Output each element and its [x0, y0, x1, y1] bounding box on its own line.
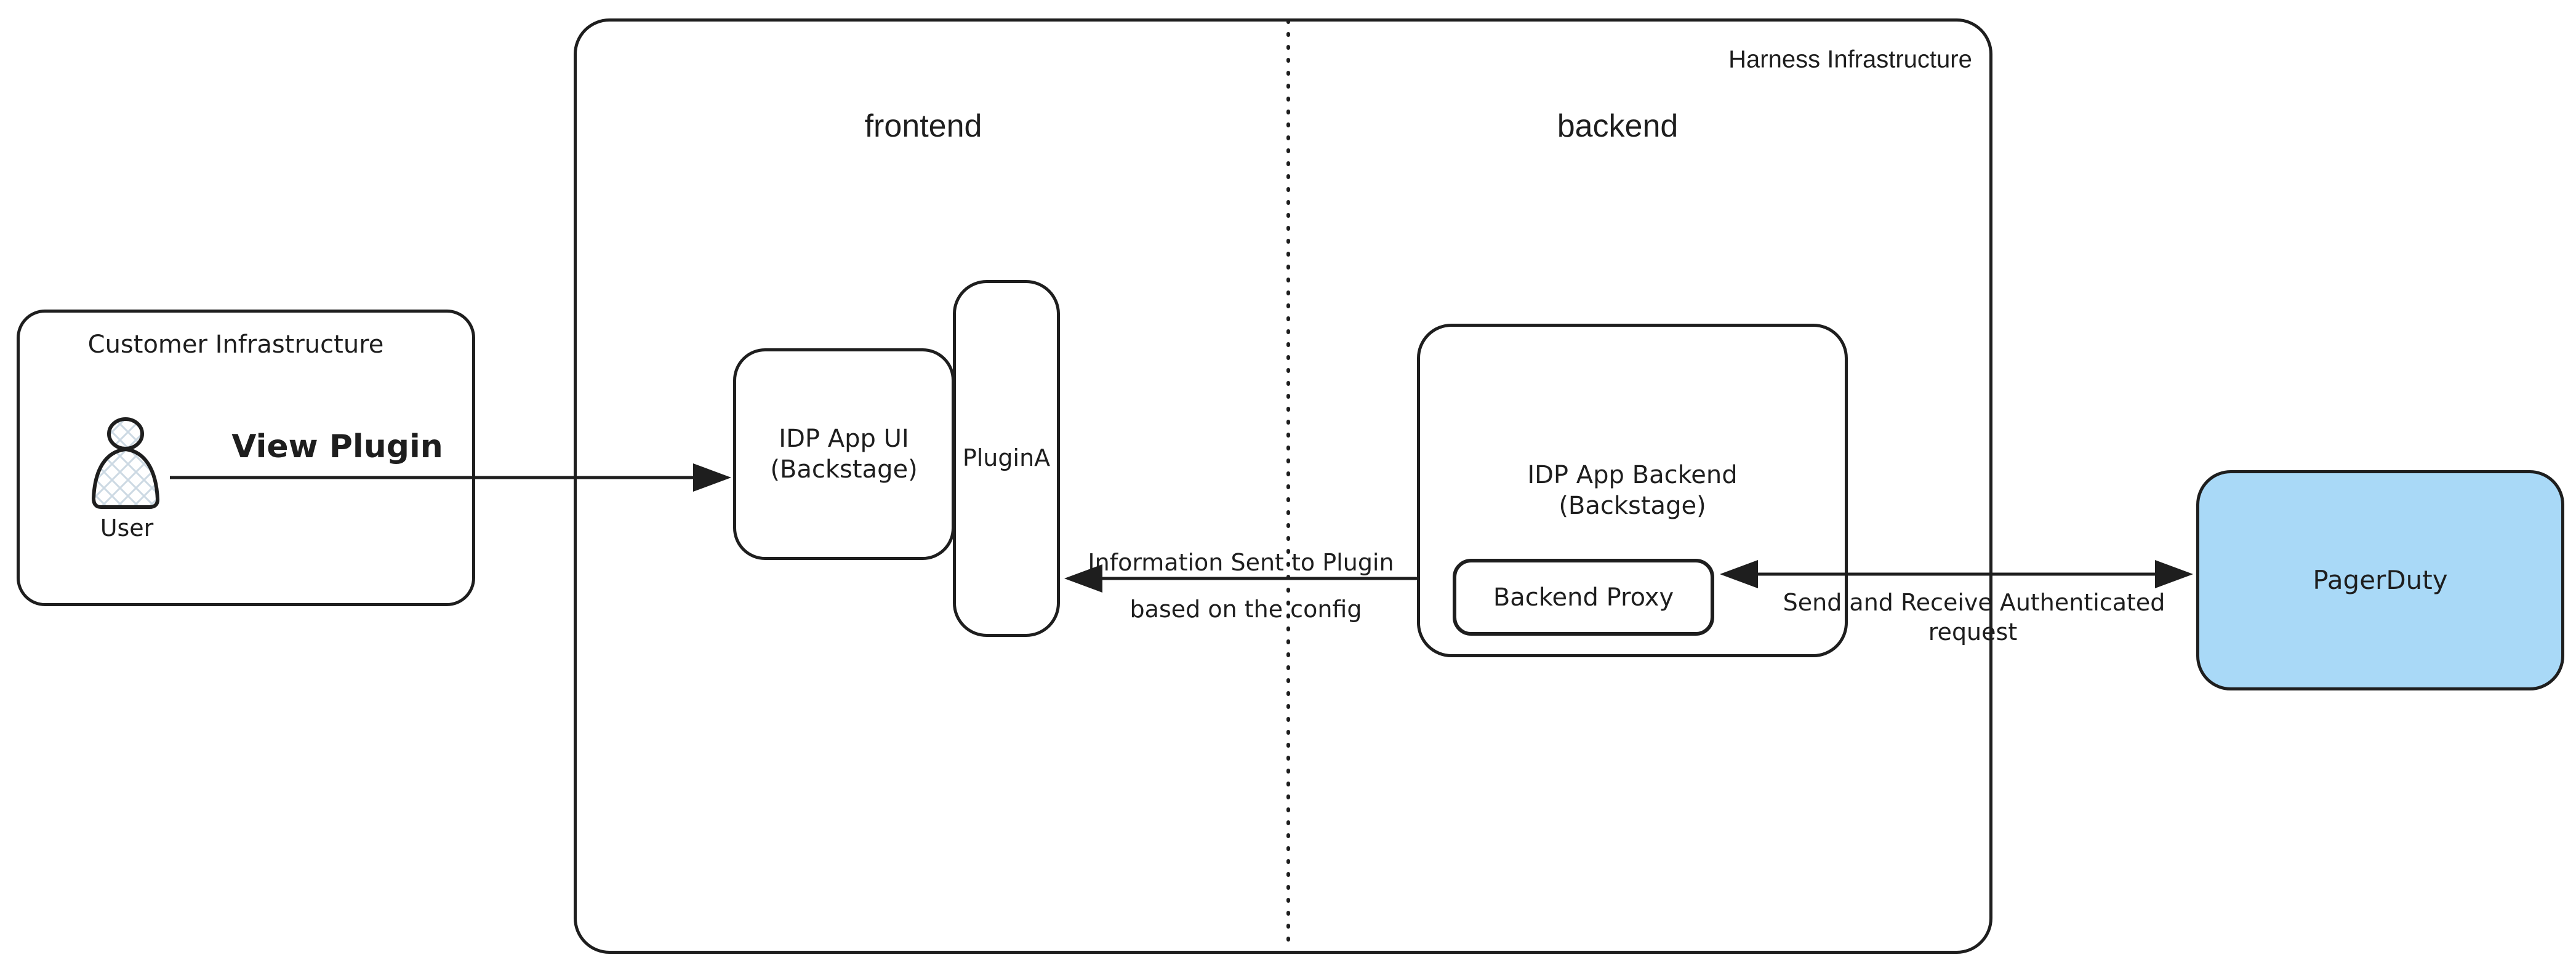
view-plugin-arrow-label: View Plugin: [231, 428, 443, 465]
info-sent-label-line1: Information Sent to Plugin: [1088, 549, 1394, 576]
idp-app-ui-label-line2: (Backstage): [770, 455, 918, 484]
idp-app-ui-box: IDP App UI (Backstage): [733, 348, 955, 560]
idp-app-backend-box: IDP App Backend (Backstage) Backend Prox…: [1417, 324, 1848, 657]
idp-app-backend-label-line2: (Backstage): [1559, 492, 1706, 520]
pagerduty-box: PagerDuty: [2196, 470, 2564, 690]
idp-app-backend-label-line1: IDP App Backend: [1527, 461, 1738, 489]
harness-infrastructure-title: Harness Infrastructure: [1728, 46, 1972, 73]
customer-infrastructure-title: Customer Infrastructure: [87, 330, 384, 359]
plugin-a-box: PluginA: [953, 280, 1060, 637]
backend-proxy-box: Backend Proxy: [1453, 559, 1714, 636]
idp-app-ui-label-line1: IDP App UI: [779, 425, 909, 453]
frontend-section-label: frontend: [864, 108, 982, 144]
user-label: User: [100, 514, 154, 542]
idp-app-backend-label: IDP App Backend (Backstage): [1527, 460, 1737, 521]
pagerduty-label: PagerDuty: [2313, 564, 2448, 595]
auth-request-label-line1: Send and Receive Authenticated: [1783, 589, 2165, 616]
auth-request-label-line2: request: [1928, 618, 2018, 646]
idp-app-ui-label: IDP App UI (Backstage): [770, 423, 917, 485]
info-sent-label-line2: based on the config: [1130, 596, 1362, 623]
plugin-a-label: PluginA: [962, 444, 1051, 472]
backend-section-label: backend: [1557, 108, 1679, 144]
backend-proxy-label: Backend Proxy: [1493, 583, 1674, 612]
